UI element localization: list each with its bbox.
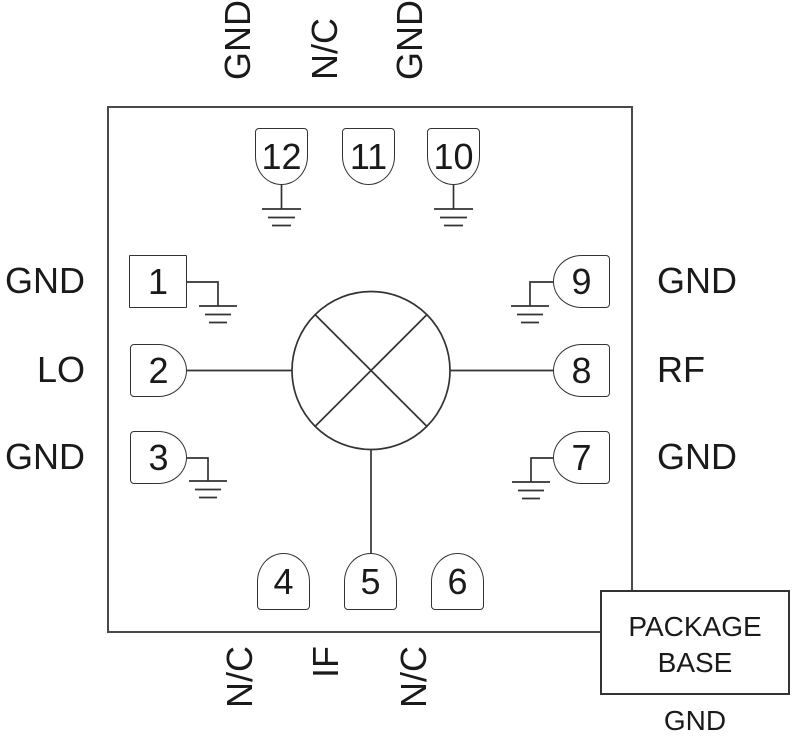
- ground-symbol-pin9: [511, 281, 553, 324]
- signal-label-pin1-gnd: GND: [5, 260, 85, 301]
- package-base-ground-label: GND: [663, 705, 727, 736]
- pin-11-number: 11: [349, 135, 388, 177]
- pin-12: 12: [255, 128, 308, 185]
- pin-4-number: 4: [273, 560, 294, 602]
- ground-symbol-pin12: [262, 185, 301, 227]
- signal-label-pin3-gnd: GND: [5, 436, 85, 477]
- ground-symbol-pin10: [434, 185, 473, 227]
- pin-3: 3: [130, 431, 187, 484]
- pin-6-number: 6: [447, 560, 468, 602]
- pin-2: 2: [130, 344, 187, 397]
- signal-label-pin4-nc: N/C: [219, 646, 260, 708]
- pin-7: 7: [553, 431, 610, 484]
- pin-5-number: 5: [360, 560, 381, 602]
- signal-label-pin10-gnd: GND: [389, 0, 430, 80]
- package-base-box: PACKAGE BASE: [600, 590, 790, 695]
- pin-7-number: 7: [571, 436, 592, 478]
- pin-8-number: 8: [571, 349, 592, 391]
- pin-1-number: 1: [147, 260, 169, 302]
- signal-label-pin12-gnd: GND: [217, 0, 258, 80]
- pin-10-number: 10: [433, 135, 474, 177]
- signal-label-pin8-rf: RF: [657, 349, 705, 390]
- ground-symbol-pin1: [187, 281, 237, 324]
- pin-11: 11: [342, 128, 395, 185]
- pin-1: 1: [129, 255, 187, 308]
- pin-3-number: 3: [148, 436, 169, 478]
- package-base-label-line2: BASE: [657, 646, 733, 678]
- ground-symbol-pin7: [512, 457, 553, 500]
- pin-10: 10: [427, 128, 480, 185]
- signal-label-pin5-if: IF: [305, 646, 346, 678]
- package-base-label-line1: PACKAGE: [628, 610, 762, 642]
- signal-label-pin11-nc: N/C: [304, 18, 345, 80]
- pin-6: 6: [431, 553, 484, 610]
- signal-label-pin9-gnd: GND: [657, 260, 737, 301]
- pin-9: 9: [553, 255, 610, 308]
- pin-2-number: 2: [148, 349, 169, 391]
- signal-label-pin7-gnd: GND: [657, 436, 737, 477]
- signal-label-pin2-lo: LO: [36, 349, 85, 390]
- pin-4: 4: [257, 553, 310, 610]
- pin-8: 8: [553, 344, 610, 397]
- pin-12-number: 12: [261, 135, 302, 177]
- pin-9-number: 9: [571, 260, 592, 302]
- pin-5: 5: [344, 553, 397, 610]
- signal-label-pin6-nc: N/C: [393, 646, 434, 708]
- ground-symbol-pin3: [187, 457, 227, 499]
- mixer-icon: [291, 290, 451, 451]
